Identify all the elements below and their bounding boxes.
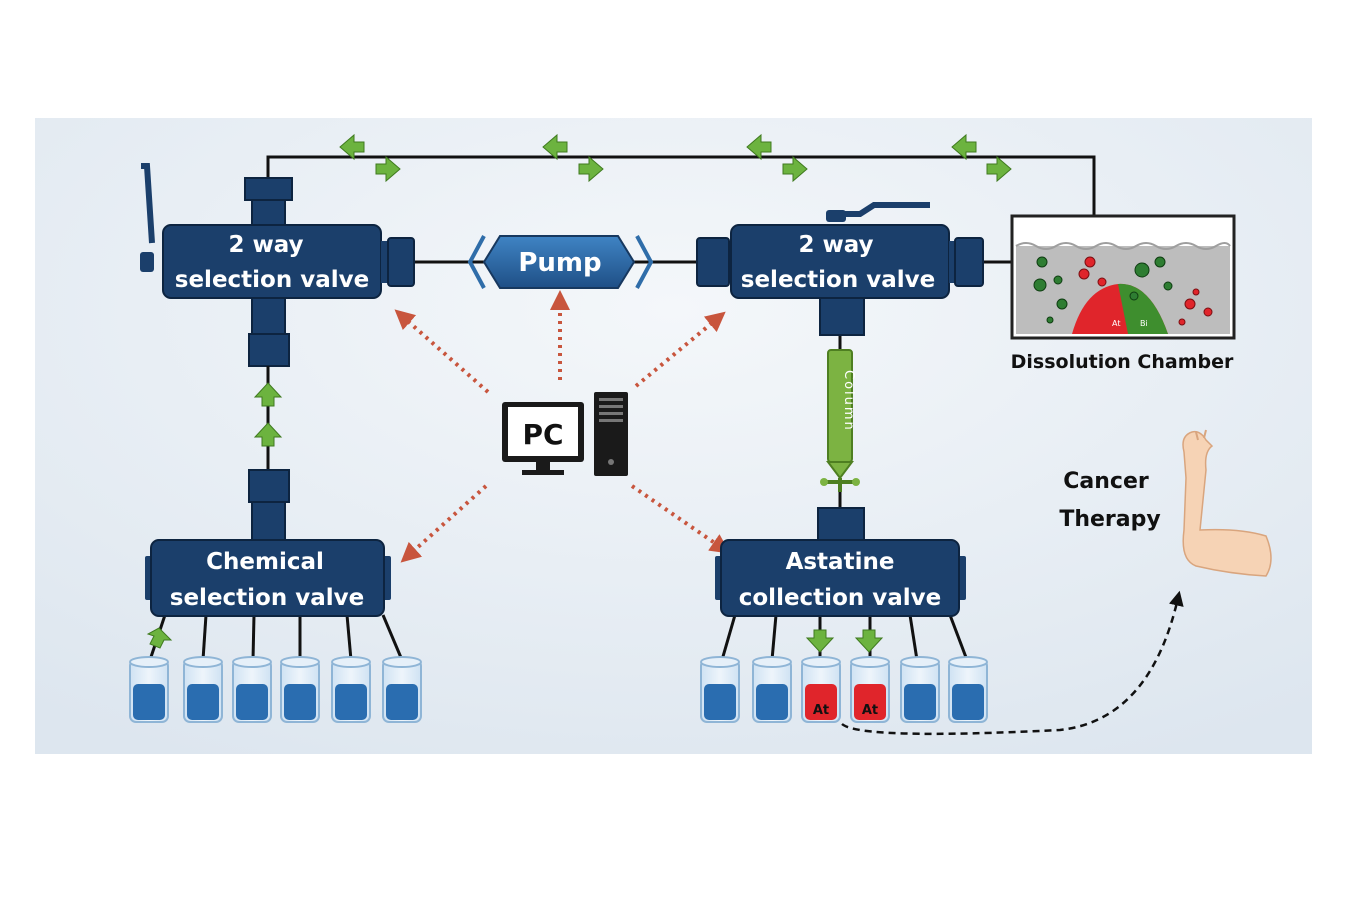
control-arrow-icon <box>630 484 731 554</box>
two-way-valve-right: 2 way selection valve <box>696 202 984 336</box>
flow-arrow-icon <box>578 155 604 183</box>
vial <box>280 656 320 723</box>
flow-arrow-icon <box>253 382 283 407</box>
astatine-valve-line2: collection valve <box>739 585 942 611</box>
two-way-valve-left: 2 way selection valve <box>140 163 415 470</box>
vial-astatine: At <box>850 656 890 723</box>
flow-arrow-icon <box>805 629 835 653</box>
therapy-path-arrow <box>841 590 1184 736</box>
flow-arrow-icon <box>782 155 808 183</box>
chemical-vials <box>129 656 422 723</box>
flow-arrow-icon <box>542 133 568 161</box>
cancer-therapy: Cancer Therapy <box>1059 429 1272 577</box>
astatine-valve-line1: Astatine <box>786 549 895 575</box>
valve-left-line2: selection valve <box>175 267 369 293</box>
chamber-bi-label: Bi <box>1140 319 1148 328</box>
chemical-selection-valve: Chemical selection valve <box>145 469 391 617</box>
dissolution-chamber-label: Dissolution Chamber <box>1011 351 1234 373</box>
pump: Pump <box>467 235 654 289</box>
column-label: Column <box>841 370 856 432</box>
arm-icon <box>1182 429 1272 577</box>
vial <box>331 656 371 723</box>
vial <box>752 656 792 723</box>
flow-arrows-top <box>339 133 1012 183</box>
valve-left-line1: 2 way <box>228 232 303 258</box>
vial-astatine: At <box>801 656 841 723</box>
pump-label: Pump <box>518 248 601 278</box>
astatine-collection-valve: Astatine collection valve <box>715 507 966 617</box>
flow-arrows-astatine <box>805 629 884 653</box>
vial <box>232 656 272 723</box>
cancer-therapy-line2: Therapy <box>1059 507 1160 532</box>
vial <box>700 656 740 723</box>
computer-monitor-icon <box>502 402 584 475</box>
control-arrows <box>394 290 731 563</box>
flow-arrow-icon <box>746 133 772 161</box>
pc-label: PC <box>522 418 563 451</box>
chemical-valve-line1: Chemical <box>206 549 324 575</box>
background-panel <box>35 118 1312 754</box>
chemical-valve-line2: selection valve <box>170 585 364 611</box>
valve-right-line2: selection valve <box>741 267 935 293</box>
vial-at-label: At <box>862 703 878 718</box>
flow-arrow-icon <box>146 627 173 649</box>
flow-arrow-icon <box>986 155 1012 183</box>
vial <box>948 656 988 723</box>
chamber-at-label: At <box>1112 319 1120 328</box>
astatine-vials: At At <box>700 656 988 723</box>
vial <box>129 656 169 723</box>
vial <box>900 656 940 723</box>
flow-arrows-left <box>253 382 283 447</box>
flow-arrow-icon <box>253 422 283 447</box>
vial <box>183 656 223 723</box>
column: Column <box>820 349 860 492</box>
vial <box>382 656 422 723</box>
flow-arrow-icon <box>951 133 977 161</box>
vial-at-label: At <box>813 703 829 718</box>
flow-arrow-icon <box>339 133 365 161</box>
flow-arrow-icon <box>854 629 884 653</box>
computer-tower-icon <box>594 392 628 476</box>
control-arrow-icon <box>394 309 490 394</box>
pc: PC <box>502 392 628 476</box>
dissolution-chamber: At Bi Dissolution Chamber <box>1010 214 1236 373</box>
valve-right-line1: 2 way <box>798 232 873 258</box>
cancer-therapy-line1: Cancer <box>1063 469 1149 494</box>
control-arrow-icon <box>634 311 726 388</box>
flow-arrow-icon <box>375 155 401 183</box>
control-arrow-icon <box>400 484 488 563</box>
